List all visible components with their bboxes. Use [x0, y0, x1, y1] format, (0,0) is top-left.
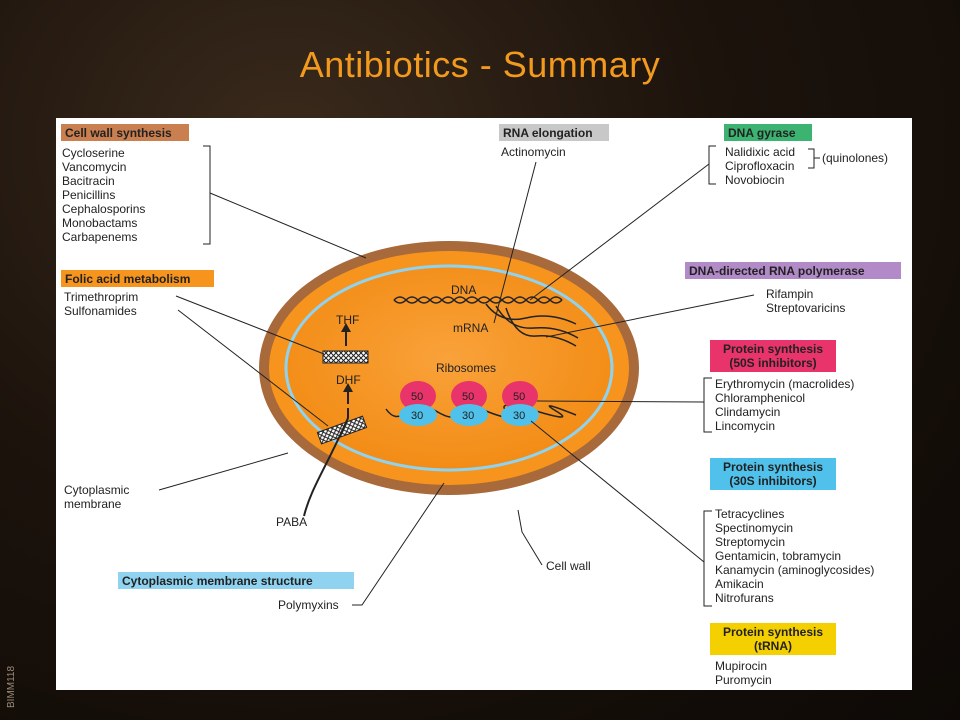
group-protein-synthesis-30s: Protein synthesis (30S inhibitors) Tetra… [710, 458, 874, 605]
leader-lines [158, 145, 820, 607]
cytoplasmic-membrane-label: Cytoplasmic [64, 483, 129, 497]
folic-acid-header: Folic acid metabolism [65, 272, 190, 286]
drug-label: Tetracyclines [715, 507, 784, 521]
drug-label: Erythromycin (macrolides) [715, 377, 854, 391]
group-protein-synthesis-trna: Protein synthesis (tRNA) Mupirocin Purom… [710, 623, 836, 687]
drug-label: Puromycin [715, 673, 772, 687]
drug-label: Ciprofloxacin [725, 159, 794, 173]
ribosome-small-label: 30 [411, 410, 423, 422]
protein-50s-header: Protein synthesis [723, 342, 823, 356]
folate-pathway-arrows [303, 330, 349, 517]
dna-strand [393, 296, 563, 304]
rna-elongation-header-bg [499, 124, 609, 141]
drug-label: Gentamicin, tobramycin [715, 549, 841, 563]
mrna-strands [485, 303, 579, 347]
protein-50s-header-bg [710, 340, 836, 372]
dhf-label: DHF [336, 373, 361, 387]
mrna-label: mRNA [453, 321, 488, 335]
dna-gyrase-header-bg [724, 124, 812, 141]
quinolones-note: (quinolones) [822, 151, 888, 165]
ribosome-large-label: 50 [513, 391, 525, 403]
thf-label: THF [336, 313, 359, 327]
cell-wall-synthesis-header-bg [61, 124, 189, 141]
drug-label: Polymyxins [278, 598, 339, 612]
thf-arrowhead [341, 323, 351, 332]
course-code-label: BIMM118 [6, 665, 17, 708]
dna-gyrase-header: DNA gyrase [728, 126, 796, 140]
ribosome-1: 50 30 [399, 381, 437, 426]
group-rna-polymerase: DNA-directed RNA polymerase Rifampin Str… [685, 262, 901, 315]
drug-label: Streptovaricins [766, 301, 845, 315]
drug-label: Vancomycin [62, 160, 126, 174]
drug-label: Nalidixic acid [725, 145, 795, 159]
ribosomes-label: Ribosomes [436, 361, 496, 375]
paba-label: PABA [276, 515, 307, 529]
drug-label: Rifampin [766, 287, 813, 301]
group-membrane-structure: Cytoplasmic membrane structure Polymyxin… [118, 572, 354, 612]
slide-title: Antibiotics - Summary [299, 44, 661, 85]
drug-label: Spectinomycin [715, 521, 793, 535]
drug-label: Clindamycin [715, 405, 780, 419]
protein-trna-header: Protein synthesis [723, 625, 823, 639]
protein-30s-subheader: (30S inhibitors) [729, 474, 816, 488]
ribosome-small-label: 30 [513, 410, 525, 422]
group-cell-wall-synthesis: Cell wall synthesis Cycloserine Vancomyc… [61, 124, 189, 244]
drug-label: Trimethroprim [64, 290, 138, 304]
drug-label: Kanamycin (aminoglycosides) [715, 563, 874, 577]
group-dna-gyrase: DNA gyrase Nalidixic acid Ciprofloxacin … [724, 124, 888, 187]
ribosome-3: 50 30 [501, 381, 539, 426]
dna-label: DNA [451, 283, 476, 297]
drug-label: Novobiocin [725, 173, 784, 187]
drug-label: Cephalosporins [62, 202, 145, 216]
ribosome-2: 50 30 [450, 381, 488, 426]
membrane-structure-header-bg [118, 572, 354, 589]
cytoplasmic-membrane-label-line2: membrane [64, 497, 122, 511]
ribosome-large-label: 50 [411, 391, 423, 403]
protein-50s-subheader: (50S inhibitors) [729, 356, 816, 370]
drug-label: Bacitracin [62, 174, 115, 188]
drug-label: Actinomycin [501, 145, 566, 159]
drug-label: Nitrofurans [715, 591, 774, 605]
protein-trna-subheader: (tRNA) [754, 639, 792, 653]
dhf-arrowhead [343, 383, 353, 392]
protein-trna-header-bg [710, 623, 836, 655]
drug-label: Monobactams [62, 216, 137, 230]
rna-polymerase-header-bg [685, 262, 901, 279]
drug-label: Chloramphenicol [715, 391, 805, 405]
group-folic-acid-metabolism: Folic acid metabolism Trimethroprim Sulf… [61, 270, 214, 318]
cell-wall-synthesis-header: Cell wall synthesis [65, 126, 172, 140]
drug-label: Amikacin [715, 577, 764, 591]
membrane-structure-header: Cytoplasmic membrane structure [122, 574, 313, 588]
folic-acid-header-bg [61, 270, 214, 287]
drug-label: Sulfonamides [64, 304, 137, 318]
drug-label: Penicillins [62, 188, 115, 202]
drug-label: Cycloserine [62, 146, 125, 160]
group-rna-elongation: RNA elongation Actinomycin [499, 124, 609, 159]
trimethoprim-block [322, 350, 369, 364]
protein-30s-header: Protein synthesis [723, 460, 823, 474]
drug-label: Carbapenems [62, 230, 137, 244]
ribosome-small-label: 30 [462, 410, 474, 422]
ribosome-large-label: 50 [462, 391, 474, 403]
diagram-panel: DNA mRNA Ribosomes THF DHF PABA 50 30 50… [56, 118, 912, 690]
protein-30s-header-bg [710, 458, 836, 490]
rna-polymerase-header: DNA-directed RNA polymerase [689, 264, 865, 278]
cell-wall-label: Cell wall [546, 559, 591, 573]
group-protein-synthesis-50s: Protein synthesis (50S inhibitors) Eryth… [710, 340, 854, 433]
drug-label: Streptomycin [715, 535, 785, 549]
drug-label: Mupirocin [715, 659, 767, 673]
antibiotic-targets-diagram: DNA mRNA Ribosomes THF DHF PABA 50 30 50… [61, 124, 901, 687]
rna-elongation-header: RNA elongation [503, 126, 593, 140]
drug-label: Lincomycin [715, 419, 775, 433]
